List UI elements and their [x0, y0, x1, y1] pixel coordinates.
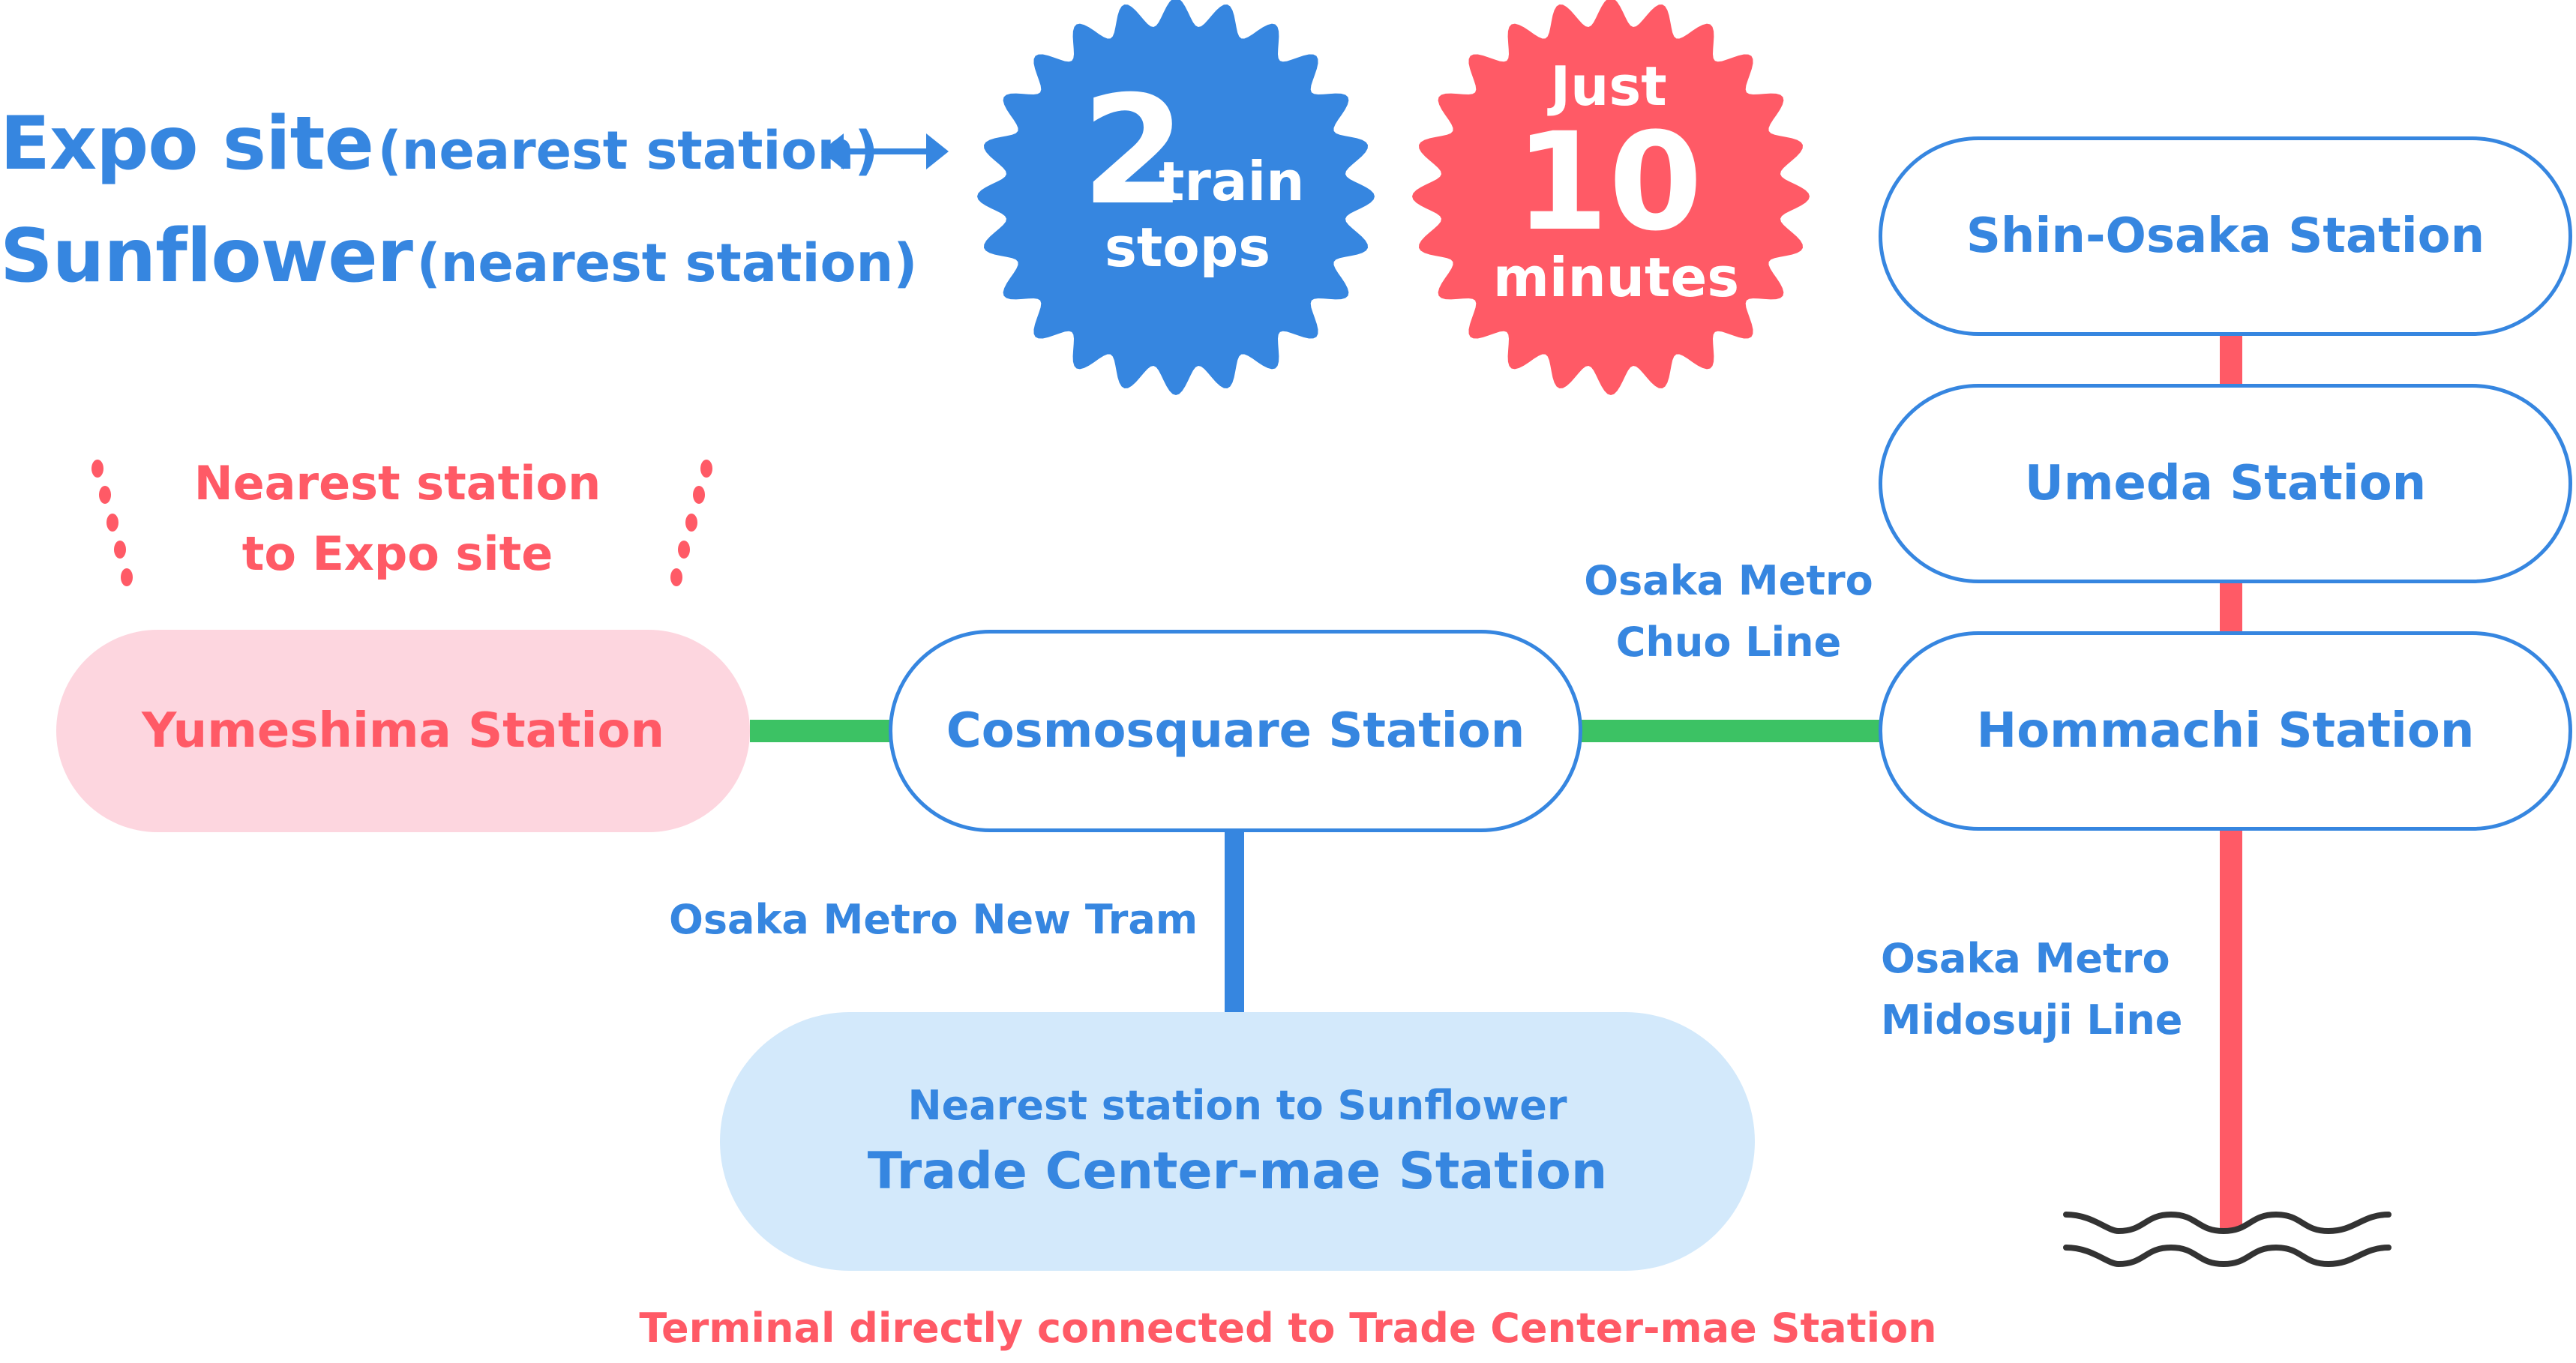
midosuji-line-label-operator: Osaka Metro: [1881, 935, 2170, 982]
sparkle-dots-icon: [91, 460, 712, 586]
badge-stops-word-train: train: [1159, 150, 1304, 213]
footer-terminal-note: Terminal directly connected to Trade Cen…: [639, 1305, 1937, 1352]
chuo-line-label: Osaka Metro Chuo Line: [1552, 550, 1905, 673]
expo-site-label: Expo site: [0, 101, 374, 187]
station-shin-osaka[interactable]: Shin-Osaka Station: [1879, 136, 2572, 336]
trade-center-name: Trade Center-mae Station: [867, 1141, 1608, 1201]
station-umeda-label: Umeda Station: [2024, 456, 2427, 511]
sunflower-qualifier: (nearest station): [416, 232, 918, 294]
header-sunflower: Sunflower (nearest station): [0, 214, 917, 299]
midosuji-line-label-name: Midosuji Line: [1881, 996, 2183, 1044]
station-hommachi[interactable]: Hommachi Station: [1879, 631, 2572, 831]
new-tram-track: [1225, 828, 1244, 1016]
badge-blue-starburst: [977, 0, 1375, 395]
station-hommachi-label: Hommachi Station: [1976, 703, 2475, 759]
station-cosmosquare-label: Cosmosquare Station: [946, 703, 1525, 759]
expo-callout-line2: to Expo site: [241, 526, 553, 581]
badge-two-stops: 2 train stops: [977, 0, 1375, 395]
badge-time-word-just: Just: [1546, 55, 1666, 118]
sunflower-label: Sunflower: [0, 214, 413, 299]
badge-stops-number: 2: [1081, 64, 1186, 238]
chuo-line-label-operator: Osaka Metro: [1584, 557, 1873, 604]
trade-center-subtitle: Nearest station to Sunflower: [907, 1081, 1567, 1129]
station-trade-center-mae[interactable]: Nearest station to Sunflower Trade Cente…: [720, 1012, 1755, 1271]
station-shin-osaka-label: Shin-Osaka Station: [1966, 208, 2485, 264]
station-umeda[interactable]: Umeda Station: [1879, 384, 2572, 583]
badge-ten-minutes: Just 10 minutes: [1412, 0, 1810, 395]
badge-stops-word-stops: stops: [1105, 216, 1270, 279]
station-yumeshima[interactable]: Yumeshima Station: [56, 630, 750, 832]
badge-time-number: 10: [1515, 104, 1703, 261]
header-expo-site: Expo site (nearest station): [0, 101, 878, 187]
station-yumeshima-label: Yumeshima Station: [141, 703, 665, 759]
badge-red-starburst: [1412, 0, 1810, 395]
double-arrow-icon: [821, 133, 949, 169]
expo-callout-line1: Nearest station: [193, 456, 601, 511]
expo-callout: Nearest station to Expo site: [172, 448, 622, 589]
chuo-line-label-name: Chuo Line: [1615, 619, 1842, 666]
station-cosmosquare[interactable]: Cosmosquare Station: [889, 630, 1582, 832]
badge-time-word-minutes: minutes: [1493, 246, 1739, 309]
midosuji-line-label: Osaka Metro Midosuji Line: [1881, 928, 2182, 1051]
new-tram-label: Osaka Metro New Tram: [669, 896, 1198, 943]
line-continues-wave-icon: [2063, 1211, 2392, 1268]
expo-site-qualifier: (nearest station): [377, 120, 879, 181]
